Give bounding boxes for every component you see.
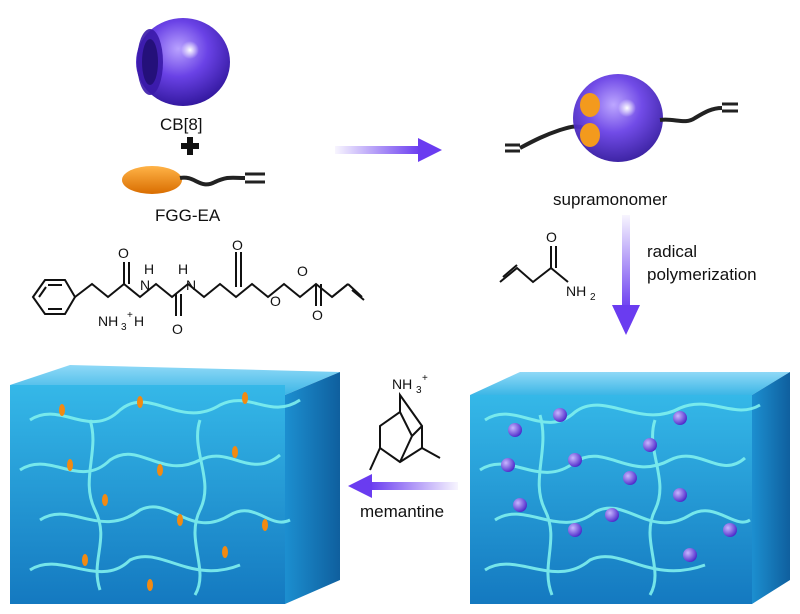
fgg-ea-structure xyxy=(31,252,365,316)
svg-text:H: H xyxy=(144,261,154,277)
arrow-right-icon xyxy=(335,138,442,162)
memantine-structure xyxy=(369,391,441,471)
arrow-left-icon xyxy=(348,474,458,498)
hydrogel-crosslinked-icon xyxy=(470,372,790,604)
svg-text:O: O xyxy=(312,307,323,323)
acrylamide-labels: O NH 2 xyxy=(546,229,596,303)
fgg-ea-guest-icon xyxy=(122,166,265,194)
acrylamide-structure xyxy=(499,246,569,284)
svg-text:H: H xyxy=(178,261,188,277)
cb8-macrocycle-icon xyxy=(136,18,230,106)
svg-text:O: O xyxy=(297,263,308,279)
svg-text:H: H xyxy=(134,313,144,329)
svg-text:NH: NH xyxy=(392,376,412,392)
svg-text:N: N xyxy=(186,277,196,293)
hydrogel-dissociated-icon xyxy=(10,365,340,604)
plus-icon xyxy=(181,137,199,155)
supramonomer-icon xyxy=(505,74,738,162)
svg-text:O: O xyxy=(270,293,281,309)
svg-text:O: O xyxy=(172,321,183,337)
svg-text:O: O xyxy=(546,229,557,245)
svg-text:NH: NH xyxy=(98,313,118,329)
svg-text:+: + xyxy=(127,310,133,321)
supramonomer-label: supramonomer xyxy=(553,190,668,209)
memantine-label: memantine xyxy=(360,502,445,521)
svg-text:NH: NH xyxy=(566,283,586,299)
fgg-ea-label: FGG-EA xyxy=(155,206,221,225)
svg-text:+: + xyxy=(422,373,428,384)
cb8-label: CB[8] xyxy=(160,115,203,134)
svg-text:2: 2 xyxy=(590,292,596,303)
memantine-labels: NH 3 + xyxy=(392,373,428,396)
polymerization-label: polymerization xyxy=(647,265,757,284)
svg-text:O: O xyxy=(118,245,129,261)
arrow-down-icon xyxy=(612,215,640,335)
svg-text:3: 3 xyxy=(416,385,422,396)
svg-text:3: 3 xyxy=(121,322,127,333)
svg-text:N: N xyxy=(140,277,150,293)
svg-text:O: O xyxy=(232,237,243,253)
radical-label: radical xyxy=(647,242,698,261)
fgg-ea-structure-labels: O O O O H H N N NH 3 + H O O xyxy=(98,237,323,337)
